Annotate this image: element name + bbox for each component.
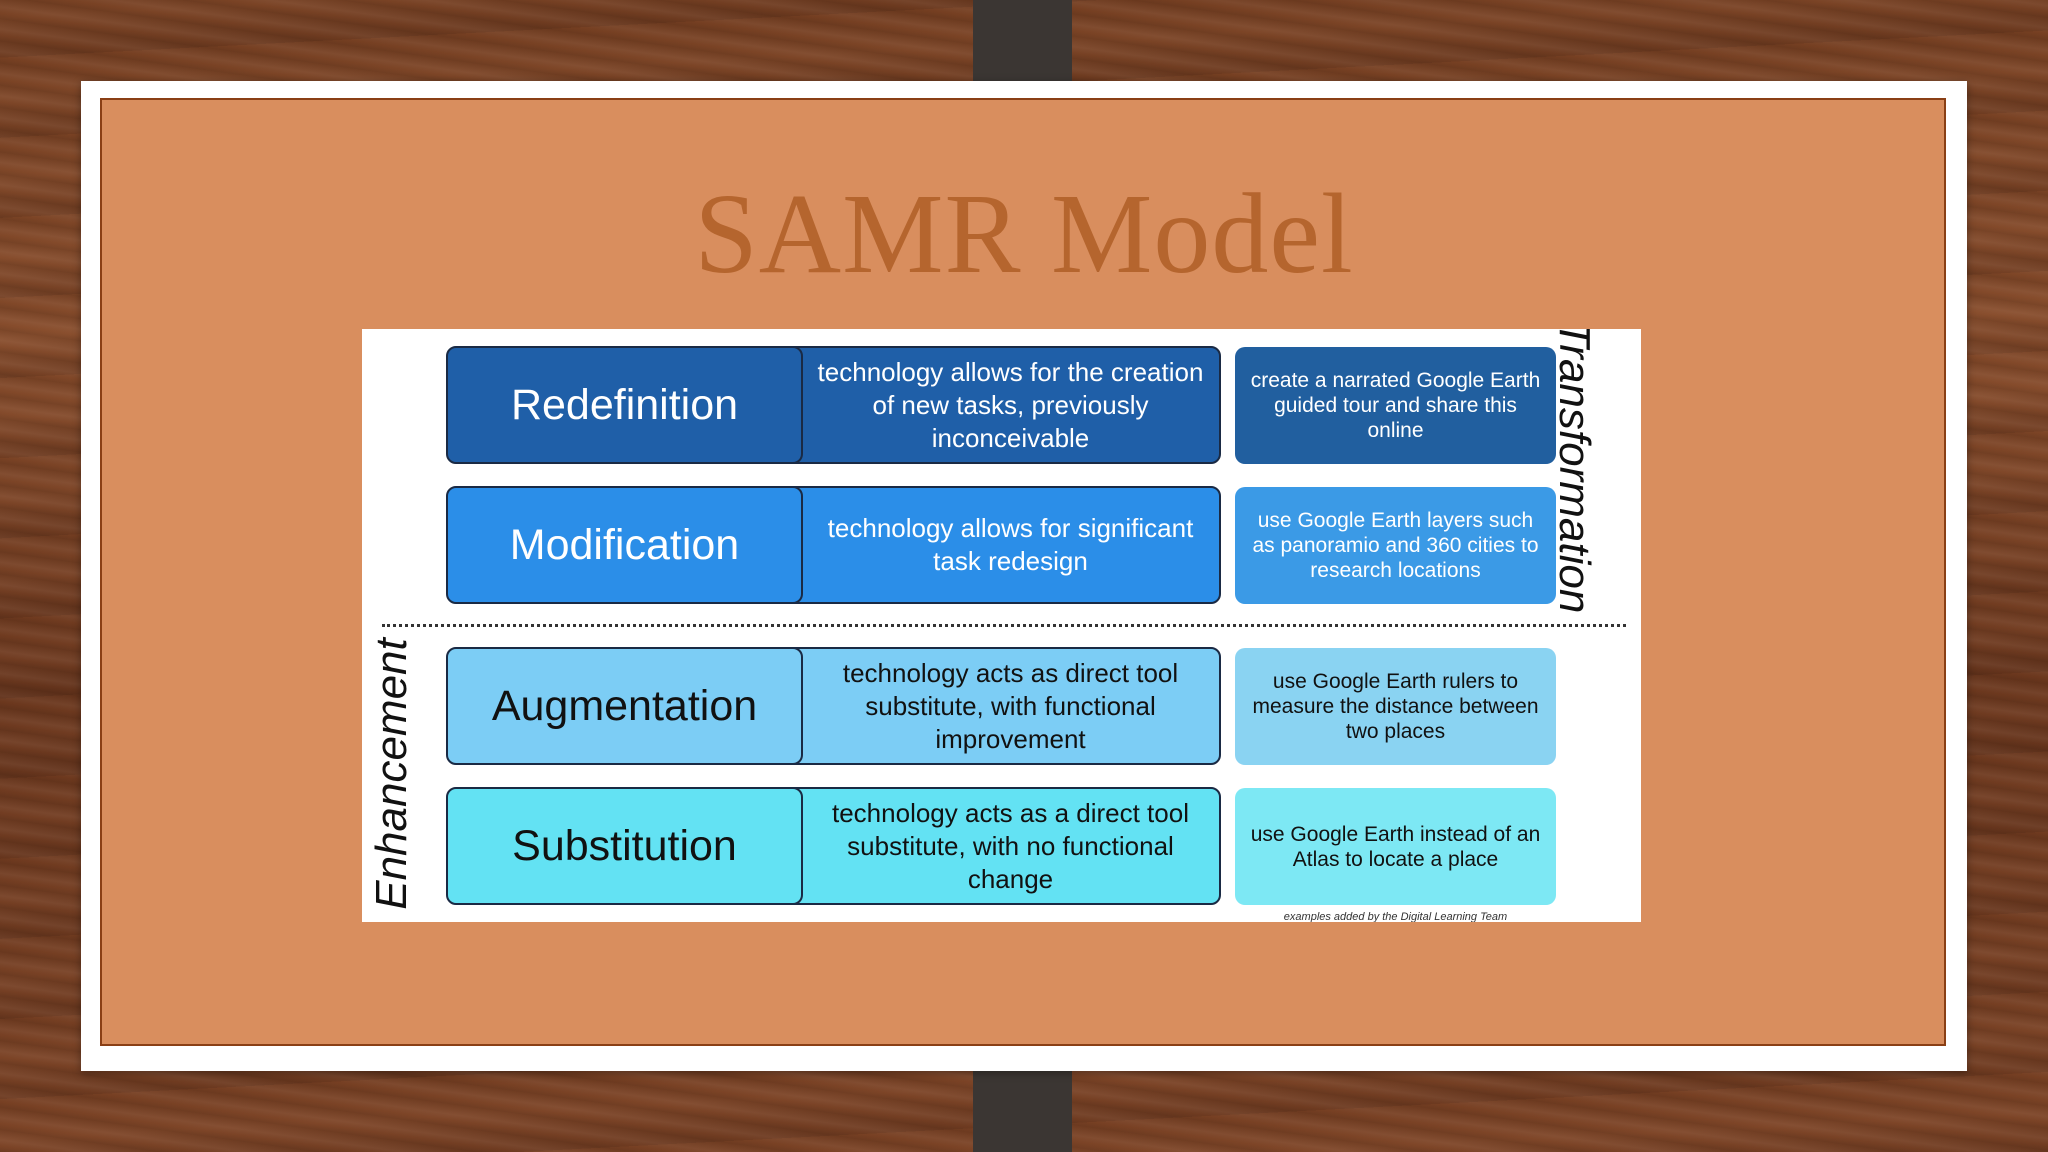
level-name: Substitution xyxy=(446,787,803,905)
enhancement-label: Enhancement xyxy=(367,638,416,910)
level-description: technology allows for the creation of ne… xyxy=(776,346,1221,464)
example-augmentation: use Google Earth rulers to measure the d… xyxy=(1235,648,1556,765)
level-redefinition: Redefinition technology allows for the c… xyxy=(446,346,1221,464)
level-description: technology allows for significant task r… xyxy=(776,486,1221,604)
example-redefinition: create a narrated Google Earth guided to… xyxy=(1235,347,1556,464)
level-substitution: Substitution technology acts as a direct… xyxy=(446,787,1221,905)
enhancement-transformation-divider xyxy=(382,624,1626,627)
credit-note: examples added by the Digital Learning T… xyxy=(1283,911,1508,922)
level-name: Redefinition xyxy=(446,346,803,464)
level-name: Augmentation xyxy=(446,647,803,765)
samr-diagram: Redefinition technology allows for the c… xyxy=(362,329,1641,922)
level-name: Modification xyxy=(446,486,803,604)
transformation-label: Transformation xyxy=(1550,329,1599,614)
level-description: technology acts as direct tool substitut… xyxy=(776,647,1221,765)
level-description: technology acts as a direct tool substit… xyxy=(776,787,1221,905)
slide-title: SAMR Model xyxy=(694,170,1354,297)
level-modification: Modification technology allows for signi… xyxy=(446,486,1221,604)
example-substitution: use Google Earth instead of an Atlas to … xyxy=(1235,788,1556,905)
example-modification: use Google Earth layers such as panorami… xyxy=(1235,487,1556,604)
level-augmentation: Augmentation technology acts as direct t… xyxy=(446,647,1221,765)
